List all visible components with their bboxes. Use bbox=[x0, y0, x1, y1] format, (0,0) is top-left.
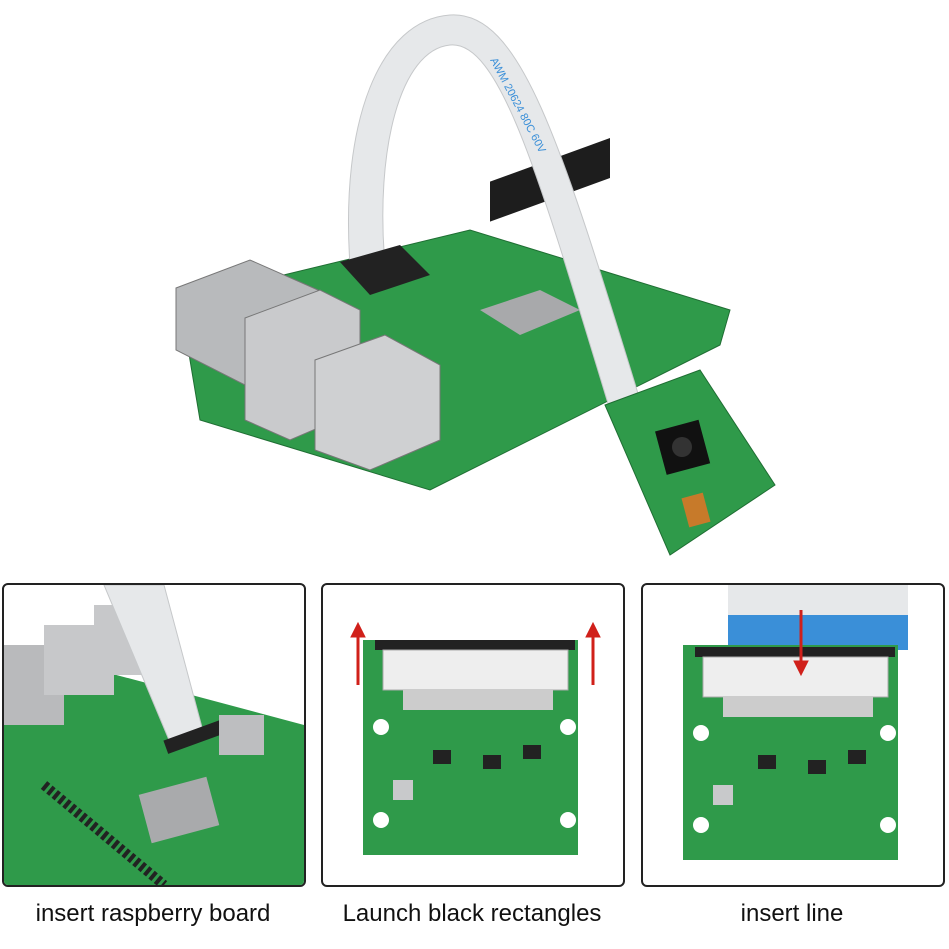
caption-insert-line: insert line bbox=[740, 900, 844, 927]
camera-board-photo bbox=[350, 621, 601, 855]
soc-chip bbox=[480, 290, 580, 335]
panel-insert-board bbox=[2, 583, 306, 887]
up-arrow-icon bbox=[350, 621, 601, 685]
board-closeup-photo bbox=[4, 585, 304, 885]
panel-lift-connector bbox=[321, 583, 625, 887]
down-arrow-icon bbox=[793, 610, 809, 677]
csi-connector bbox=[340, 245, 430, 295]
cable-insert-photo bbox=[683, 585, 908, 860]
panel-insert-cable bbox=[641, 583, 945, 887]
hero-product-photo: AWM 20624 80C 60V bbox=[175, 14, 776, 556]
usb-port-2 bbox=[314, 334, 441, 471]
caption-insert-board: insert raspberry board bbox=[35, 900, 271, 927]
caption-launch-rectangles: Launch black rectangles bbox=[342, 900, 602, 927]
